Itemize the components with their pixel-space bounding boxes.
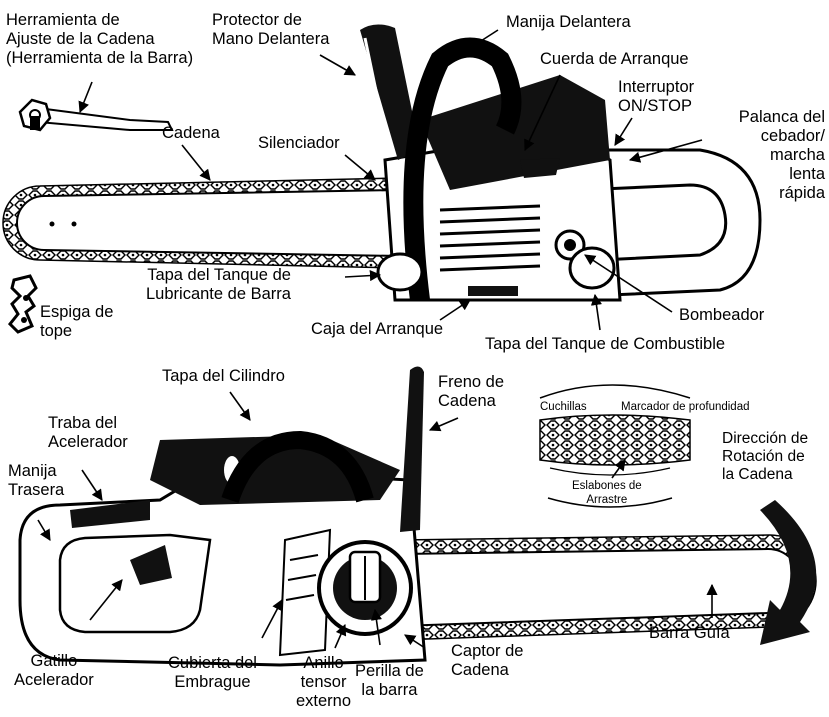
leader-front-hand-guard [319,54,356,76]
leader-clutch-cover [261,599,283,639]
leader-bar-knob [370,608,382,646]
label-clutch-cover: Cubierta del Embrague [168,654,257,691]
leader-front-handle [469,29,499,49]
leader-chain [181,144,211,181]
top-saw-body [360,24,762,302]
leader-tension-ring [334,623,347,649]
label-oil-cap: Tapa del Tanque de Lubricante de Barra [146,266,291,303]
bottom-guide-bar-and-chain [399,534,817,641]
label-choke-lever: Palanca del cebador/ marcha lenta rápida [738,108,825,202]
label-starter-rope: Cuerda de Arranque [540,50,689,68]
leader-on-stop-switch [614,117,633,146]
label-chain-direction: Dirección de Rotación de la Cadena [722,430,809,483]
label-bar-knob: Perilla de la barra [355,662,424,699]
label-rear-handle: Manija Trasera [8,462,65,499]
label-chain: Cadena [162,124,220,142]
label-chain-brake: Freno de Cadena [438,373,505,410]
bottom-saw-body [18,366,427,667]
label-primer: Bombeador [679,306,765,324]
label-tension-ring: Anillo tensor externo [296,654,352,710]
label-chain-catcher: Captor de Cadena [451,642,524,679]
leader-throttle-trigger [89,579,123,621]
bar-tool-illustration [18,98,174,132]
leader-cylinder-cover [229,391,251,421]
chain-direction-arrow [760,500,817,645]
label-bumper-spike: Espiga de tope [40,303,114,340]
label-muffler: Silenciador [258,134,340,152]
label-throttle-lockout: Traba del Acelerador [48,414,128,451]
label-depth-gauge: Marcador de profundidad [621,401,750,413]
leader-chain-catcher [404,634,426,649]
label-guide-bar: Barra Guía [649,624,730,642]
label-starter-housing: Caja del Arranque [311,320,444,338]
leader-starter-rope [524,74,561,152]
leader-muffler [344,154,376,181]
label-cylinder-cover: Tapa del Cilindro [162,367,285,385]
leader-chain-brake [428,417,459,432]
leader-primer [584,254,673,313]
label-cutters: Cuchillas [540,401,587,413]
label-bar-tool: Herramienta de Ajuste de la Cadena (Herr… [6,11,194,67]
label-front-handle: Manija Delantera [506,13,631,31]
chain-detail-illustration [539,384,691,508]
label-on-stop-switch: Interruptor ON/STOP [618,78,695,115]
leader-fuel-cap [590,293,602,331]
label-front-hand-guard: Protector de Mano Delantera [212,11,330,48]
leader-throttle-lockout [81,469,103,501]
label-throttle-trigger: Gatillo Acelerador [14,652,94,689]
leader-drive-links [611,459,626,479]
leader-rear-handle [37,519,51,541]
leader-starter-housing [439,299,471,321]
leader-oil-cap [344,269,382,282]
leader-bar-tool [78,81,93,114]
label-drive-links: Eslabones de Arrastre [572,480,642,506]
label-fuel-cap: Tapa del Tanque de Combustible [485,335,726,353]
leader-choke-lever [628,139,703,163]
leader-lines [37,29,718,649]
bumper-spike-illustration [7,274,38,334]
top-guide-bar-and-chain [2,177,401,269]
